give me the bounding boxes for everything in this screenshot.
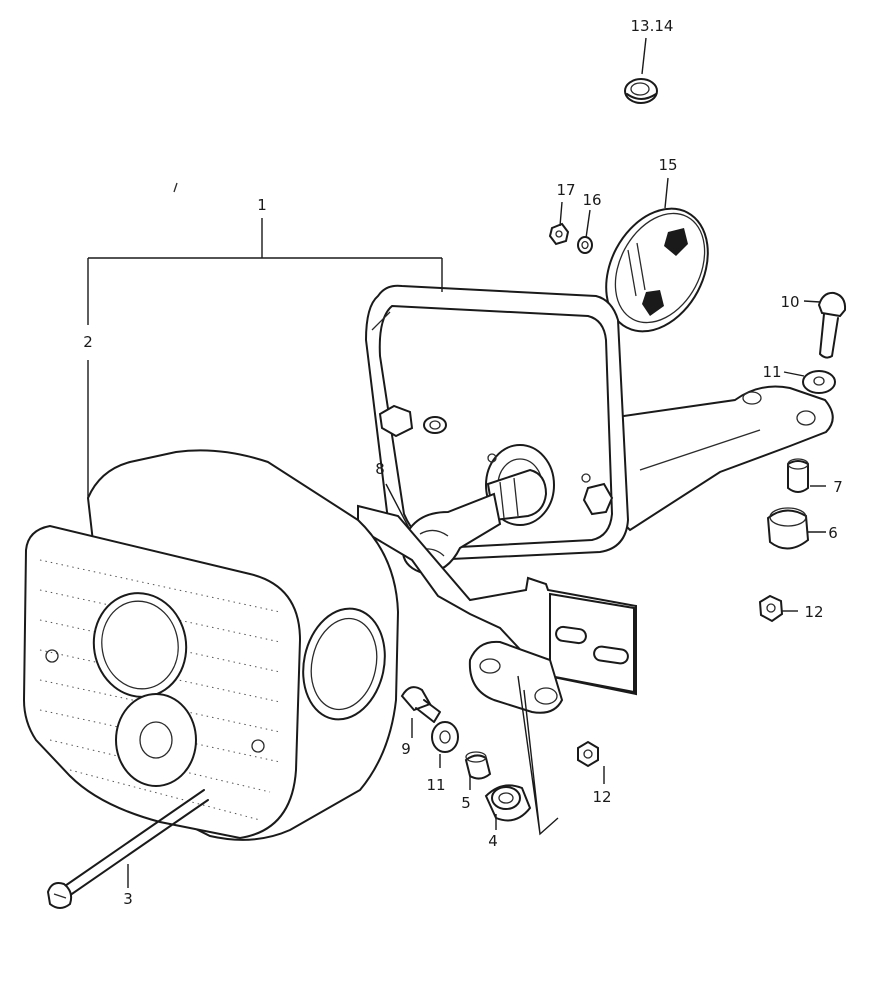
part-nut-12-lower <box>577 740 599 768</box>
license-bracket <box>357 504 637 714</box>
label-15: 15 <box>658 156 677 174</box>
label-11-upper: 11 <box>762 363 781 381</box>
label-10: 10 <box>780 293 799 311</box>
part-cushion-4 <box>484 784 532 822</box>
part-reflector-15 <box>605 207 709 333</box>
label-6: 6 <box>828 524 838 542</box>
part-washer-11-upper <box>802 370 836 394</box>
label-3: 3 <box>123 890 133 908</box>
part-lens-housing-2 <box>22 449 400 841</box>
part-nut-12-right <box>758 594 784 623</box>
label-12-right: 12 <box>804 603 823 621</box>
label-17: 17 <box>556 181 575 199</box>
label-1: 1 <box>257 196 267 214</box>
label-8: 8 <box>375 460 385 478</box>
part-spacer-5 <box>464 751 492 780</box>
label-9: 9 <box>401 740 411 758</box>
part-bolt-10 <box>817 291 847 359</box>
part-cushion-6 <box>766 507 810 550</box>
label-16: 16 <box>582 191 601 209</box>
stray-mark <box>173 182 178 193</box>
part-washer-11-lower <box>431 721 459 753</box>
part-washer-16 <box>577 236 593 254</box>
label-7: 7 <box>833 478 843 496</box>
mounting-bracket <box>608 385 834 532</box>
part-bolt-9 <box>400 686 441 723</box>
part-grommet-13-14 <box>624 78 658 104</box>
label-12-lower: 12 <box>592 788 611 806</box>
part-nut-17 <box>548 222 570 246</box>
label-11-lower: 11 <box>426 776 445 794</box>
label-5: 5 <box>461 794 471 812</box>
part-screw-3 <box>46 789 209 909</box>
part-labels: 1 2 3 4 5 6 7 8 9 10 11 11 12 12 13.14 1… <box>83 17 843 908</box>
part-spacer-7 <box>787 458 809 493</box>
label-13-14: 13.14 <box>631 17 674 35</box>
label-2: 2 <box>83 333 93 351</box>
label-4: 4 <box>488 832 498 850</box>
leader-lines <box>87 37 826 888</box>
